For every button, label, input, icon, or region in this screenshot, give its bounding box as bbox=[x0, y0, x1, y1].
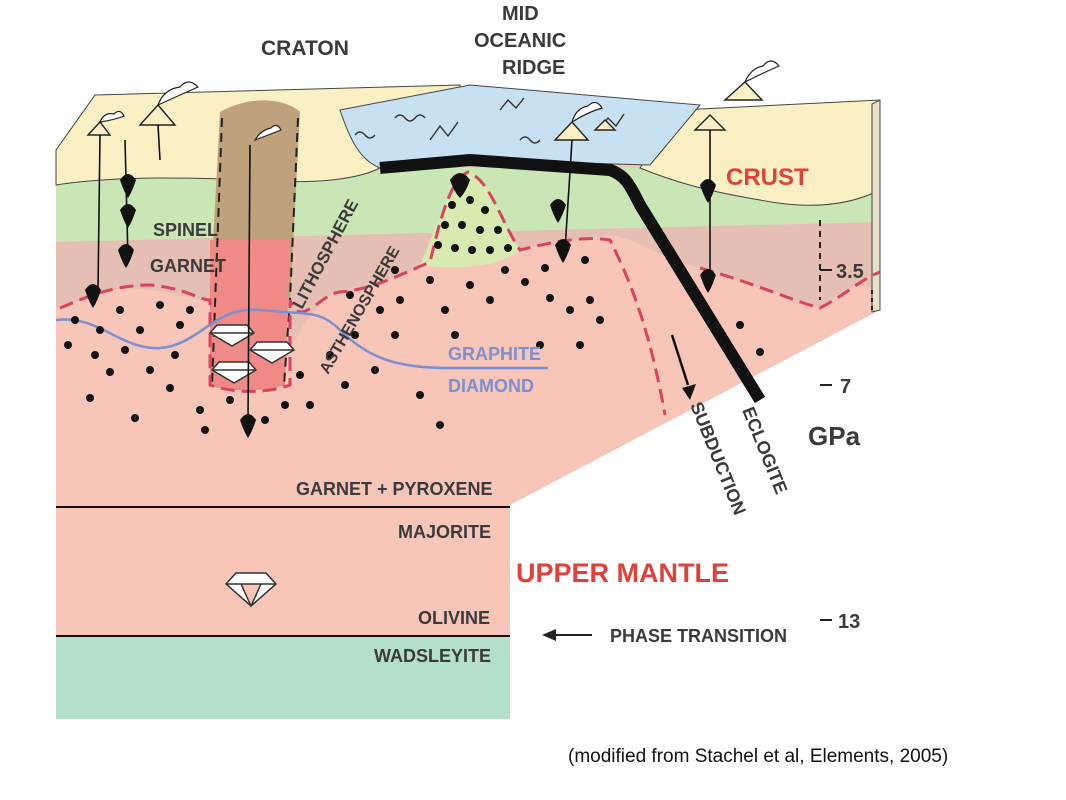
subducting-slab bbox=[379, 154, 766, 404]
volcano-icon bbox=[723, 81, 764, 101]
lab-boundary bbox=[59, 170, 881, 416]
diamond-icon bbox=[224, 572, 278, 608]
diamond-icon bbox=[248, 341, 296, 364]
pressure-unit: GPa bbox=[808, 421, 861, 451]
label-subduction: SUBDUCTION bbox=[686, 399, 749, 518]
pressure-tick-13: 13 bbox=[838, 611, 860, 633]
wadsleyite-zone bbox=[56, 637, 510, 719]
diamond-icon bbox=[208, 324, 256, 347]
volcano-icon bbox=[86, 120, 112, 136]
label-diamond: DIAMOND bbox=[448, 376, 534, 396]
figure-caption: (modified from Stachel et al, Elements, … bbox=[568, 746, 949, 767]
label-spinel: SPINEL bbox=[153, 220, 218, 240]
label-olivine: OLIVINE bbox=[418, 608, 490, 628]
label-ridge-line1: MID bbox=[502, 3, 539, 25]
volcano-icon bbox=[138, 103, 177, 126]
volcano-icon bbox=[593, 119, 617, 131]
graphite-diamond-line bbox=[55, 308, 548, 370]
pressure-tick-3-5: 3.5 bbox=[836, 261, 864, 283]
label-craton: CRATON bbox=[261, 37, 349, 60]
ash-plumes bbox=[99, 60, 780, 142]
kimberlite-conduits bbox=[97, 124, 711, 421]
label-ridge-line2: OCEANIC bbox=[474, 30, 566, 52]
phase-transition-arrow bbox=[542, 629, 592, 641]
label-majorite: MAJORITE bbox=[398, 522, 491, 542]
subduction-arrow bbox=[670, 334, 690, 386]
upper-mantle-lower-block bbox=[56, 505, 510, 637]
label-crust: CRUST bbox=[726, 164, 809, 191]
label-upper-mantle: UPPER MANTLE bbox=[516, 558, 729, 588]
mantle-dots bbox=[64, 196, 764, 434]
pressure-scale bbox=[819, 220, 873, 621]
ocean-region bbox=[339, 84, 701, 169]
pressure-tick-7: 7 bbox=[840, 376, 851, 398]
block-right-face bbox=[871, 99, 881, 313]
label-graphite: GRAPHITE bbox=[448, 344, 541, 364]
label-wadsleyite: WADSLEYITE bbox=[374, 646, 491, 666]
ocean-wave-marks bbox=[354, 97, 625, 144]
label-ridge-line3: RIDGE bbox=[502, 57, 565, 79]
xenolith-icons bbox=[85, 173, 716, 438]
subduction-arrow-head bbox=[682, 384, 696, 400]
label-eclogite: ECLOGITE bbox=[738, 404, 791, 497]
label-phase-transition: PHASE TRANSITION bbox=[610, 626, 787, 646]
ridge-plume bbox=[420, 170, 520, 268]
label-garnet: GARNET bbox=[150, 256, 226, 276]
diamond-icon-group bbox=[208, 324, 296, 608]
label-garnet-pyroxene: GARNET + PYROXENE bbox=[296, 479, 493, 499]
